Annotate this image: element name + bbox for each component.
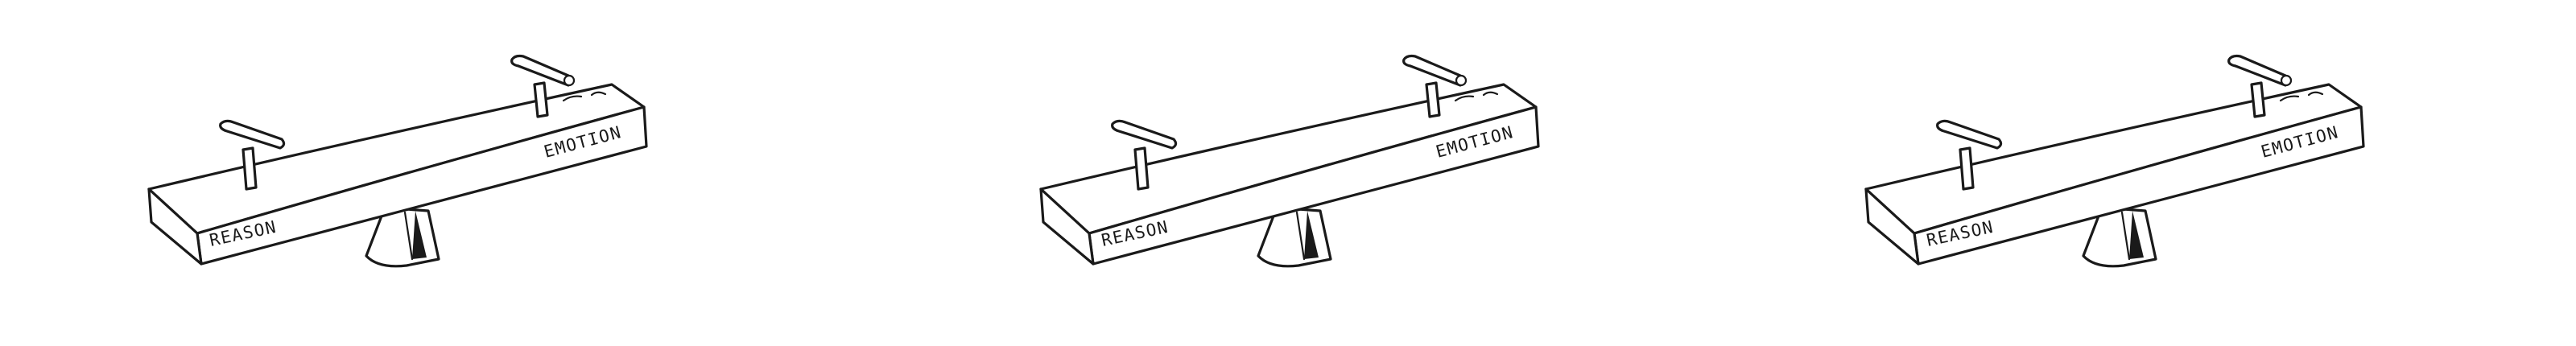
handle-left xyxy=(1936,119,2003,191)
fulcrum xyxy=(2082,206,2157,268)
seesaw-board xyxy=(1039,83,1540,266)
handle-right xyxy=(1402,54,1468,118)
fulcrum xyxy=(365,206,440,268)
seesaw-drawing: REASON EMOTION xyxy=(1864,54,2365,268)
seesaw-board xyxy=(1864,83,2365,266)
handle-left xyxy=(1111,119,1178,191)
seesaw-drawing: REASON EMOTION xyxy=(1039,54,1540,268)
fulcrum xyxy=(1257,206,1332,268)
seesaw-board xyxy=(147,83,648,266)
seesaw-panel-1: REASON EMOTION xyxy=(0,0,859,346)
seesaw-drawing: REASON EMOTION xyxy=(147,54,648,268)
seesaw-panel-2: REASON EMOTION xyxy=(892,0,1751,346)
seesaw-panel-3: REASON EMOTION xyxy=(1717,0,2576,346)
handle-left xyxy=(219,119,286,191)
handle-right xyxy=(2227,54,2293,118)
handle-right xyxy=(510,54,576,118)
